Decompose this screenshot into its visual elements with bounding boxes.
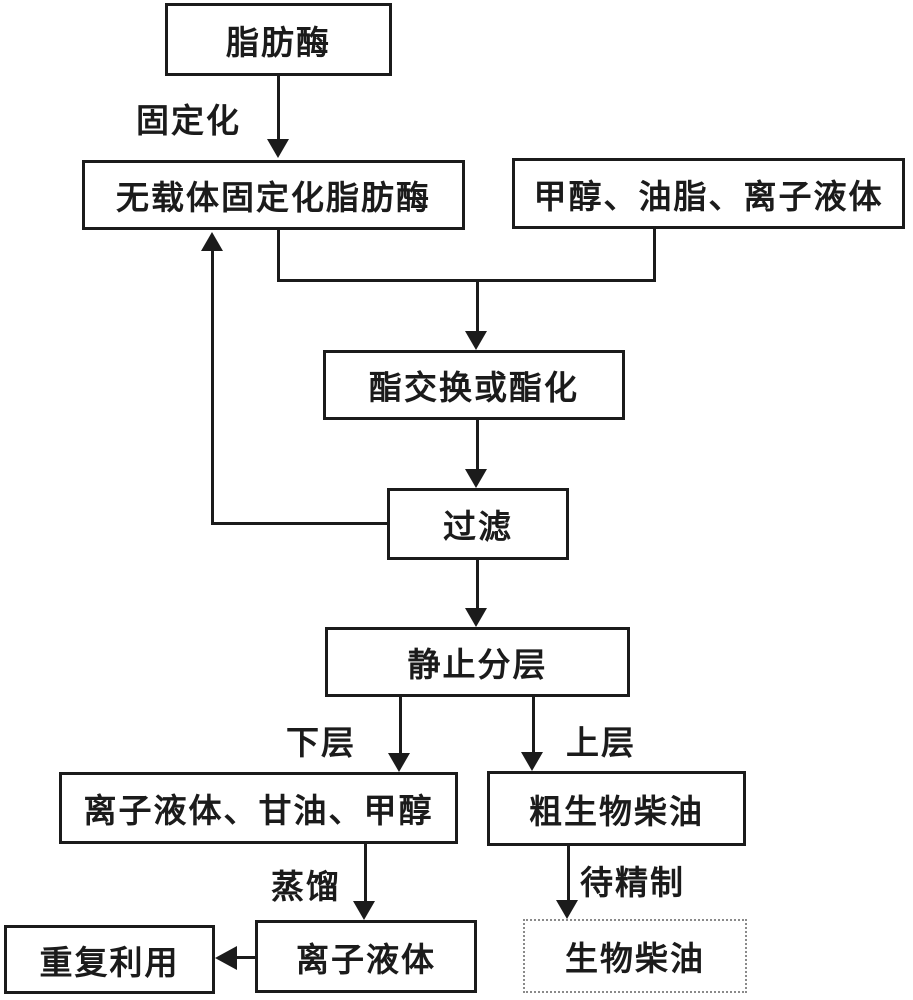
connector-settling-to-lower xyxy=(399,697,402,753)
arrowhead-into-biodiesel xyxy=(556,900,578,919)
node-reuse: 重复利用 xyxy=(4,925,215,994)
connector-feedstock-down xyxy=(653,229,656,281)
connector-merge-to-reaction xyxy=(476,281,479,331)
connector-ionic-to-reuse xyxy=(237,956,255,959)
node-feedstock: 甲醇、油脂、离子液体 xyxy=(512,158,905,229)
arrowhead-into-reaction xyxy=(465,331,487,350)
connector-crude-to-biodiesel xyxy=(567,846,570,900)
edge-label-to-be-refined: 待精制 xyxy=(580,866,685,902)
connector-merge-bar xyxy=(277,279,656,282)
node-immobilized-lipase: 无载体固定化脂肪酶 xyxy=(82,160,465,230)
edge-label-immobilization: 固定化 xyxy=(136,104,241,140)
node-ionic-liquid: 离子液体 xyxy=(255,920,477,993)
connector-immobilized-down xyxy=(277,230,280,281)
connector-filtration-to-settling xyxy=(476,560,479,608)
arrowhead-into-settling xyxy=(465,608,487,627)
node-settling: 静止分层 xyxy=(325,627,630,697)
connector-reaction-to-filtration xyxy=(476,420,479,469)
arrowhead-into-ionic xyxy=(353,901,375,920)
edge-label-lower-layer: 下层 xyxy=(286,726,356,762)
node-lower-product: 离子液体、甘油、甲醇 xyxy=(59,772,458,844)
connector-settling-to-crude xyxy=(532,697,535,752)
edge-label-upper-layer: 上层 xyxy=(566,726,636,762)
arrowhead-into-reuse xyxy=(215,946,237,970)
edge-label-distillation: 蒸馏 xyxy=(271,870,341,906)
node-reaction: 酯交换或酯化 xyxy=(323,350,625,420)
arrowhead-recycle-into-immobilized xyxy=(201,232,223,251)
node-crude-biodiesel: 粗生物柴油 xyxy=(487,771,746,846)
arrowhead-into-filtration xyxy=(465,469,487,488)
connector-lipase-to-immobilized xyxy=(277,76,280,139)
node-filtration: 过滤 xyxy=(387,488,569,560)
arrowhead-into-immobilized xyxy=(267,139,289,158)
node-biodiesel: 生物柴油 xyxy=(523,919,747,993)
arrowhead-into-lower-product xyxy=(388,753,410,772)
node-lipase: 脂肪酶 xyxy=(165,3,392,76)
connector-recycle-vertical xyxy=(211,250,214,525)
connector-lower-to-ionic xyxy=(364,844,367,901)
arrowhead-into-crude xyxy=(521,752,543,771)
connector-recycle-horizontal xyxy=(211,522,387,525)
